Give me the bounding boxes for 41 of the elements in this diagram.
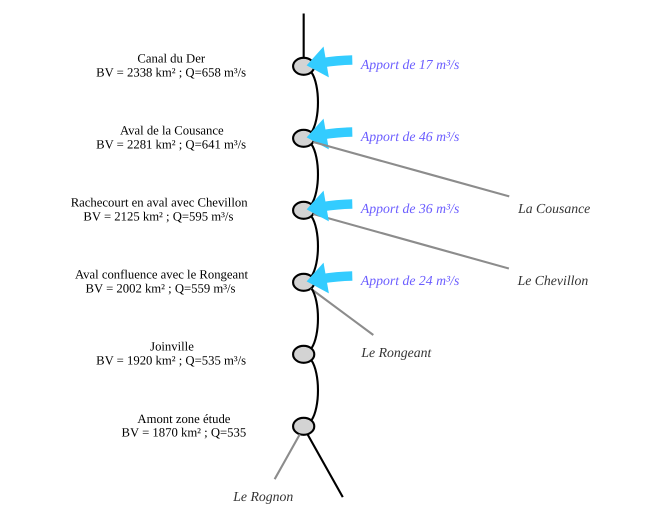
connector <box>310 72 320 133</box>
node-circle <box>292 416 316 436</box>
node-label: Joinville <box>150 340 194 354</box>
node-label: Aval confluence avec le Rongeant <box>74 268 248 282</box>
node-label: Amont zone étude <box>137 412 230 426</box>
connector <box>310 216 320 277</box>
node-text: Apport de 36 m³/s <box>360 200 460 216</box>
node-label: BV = 2125 km² ; Q=595 m³/s <box>83 209 234 224</box>
node-circle <box>292 200 316 220</box>
arrow <box>306 118 352 150</box>
node-label: BV = 2338 km² ; Q=658 m³/s <box>96 65 246 80</box>
node-circle <box>292 272 316 292</box>
node-label: Rachecourt en aval avec Chevillon <box>70 196 248 210</box>
node-label: BV = 1870 km² ; Q=535 <box>122 426 246 440</box>
node-label: BV = 1920 km² ; Q=535 m³/s <box>96 354 246 368</box>
node-text: Apport de 46 m³/s <box>360 128 460 144</box>
arrow <box>306 190 352 222</box>
node-text: Le Rognon <box>233 488 294 504</box>
connector <box>310 144 320 205</box>
node-label: Canal du Der <box>137 52 206 66</box>
node-circle <box>292 56 316 76</box>
node-text: Apport de 24 m³/s <box>360 272 460 288</box>
node-text: La Cousance <box>518 200 590 216</box>
node-circle <box>292 128 316 148</box>
node-text: Apport de 17 m³/s <box>360 56 460 72</box>
connector <box>310 360 320 421</box>
connector <box>274 434 301 480</box>
node-label: BV = 2002 km² ; Q=559 m³/s <box>86 281 236 296</box>
connector <box>312 213 510 270</box>
connector <box>310 288 320 349</box>
node-circle <box>292 344 316 364</box>
connector <box>310 288 374 336</box>
node-label: Aval de la Cousance <box>120 124 224 138</box>
arrow <box>306 46 352 78</box>
node-text: Le Chevillon <box>518 272 588 288</box>
node-label: BV = 2281 km² ; Q=641 m³/s <box>96 137 246 152</box>
connector <box>306 434 344 498</box>
connector <box>302 14 305 58</box>
connector <box>312 141 510 198</box>
arrow <box>306 262 352 294</box>
node-text: Le Rongeant <box>361 344 432 360</box>
